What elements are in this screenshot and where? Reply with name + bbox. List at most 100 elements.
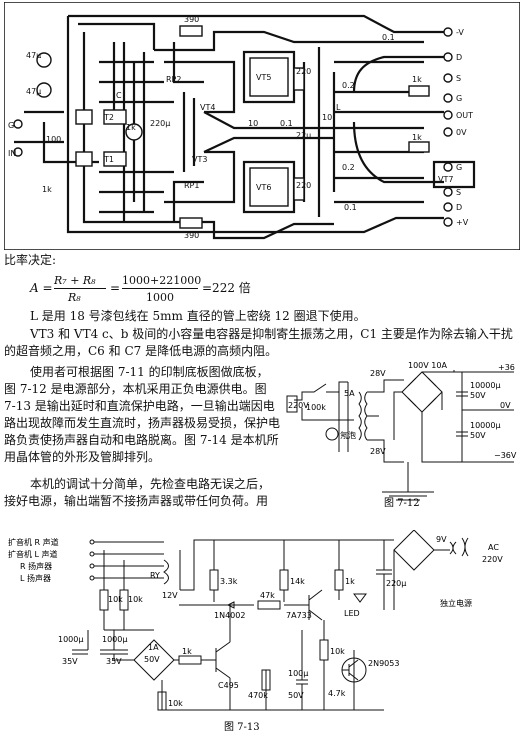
f713-35vb: 35V [106, 657, 122, 666]
pcb-r1kb: 1k [412, 133, 422, 142]
f713-r10kc: 10k [330, 647, 345, 656]
ratio-heading: 比率决定: [4, 253, 57, 267]
f713-tr: 独立电源 [440, 598, 472, 608]
f713-1a: 1A [148, 643, 159, 652]
f713-12v: 12V [162, 591, 178, 600]
paragraph-debug: 本机的调试十分简单，先检查电路无误之后，接好电源，输出端暂不接扬声器或带任何负荷… [4, 477, 271, 508]
paragraph-usage: 使用者可根据图 7-11 的印制底板图做底板，图 7-12 是电源部分，本机采用… [4, 365, 281, 464]
pcb-vt4: VT4 [200, 103, 215, 112]
f712-p36: +36 [498, 363, 515, 372]
f712-c2: 10000μ [470, 421, 501, 430]
formula-denominator: R₈ [68, 291, 81, 304]
figure-7-13-protection-circuit: 扩音机 R 声道 扩音机 L 声道 R 扬声器 L 扬声器 RY 12V 3.3… [8, 530, 503, 733]
f713-q733: 7A733 [286, 611, 312, 620]
figure-7-12-power-supply: 220V 100k 氖泡 5A 28V 28V 100V 10A 10000μ … [286, 362, 517, 509]
f713-ry: RY [150, 571, 160, 580]
f713-r10kb: 10k [128, 595, 143, 604]
f712-c1: 10000μ [470, 381, 501, 390]
f713-in-r: 扩音机 R 声道 [8, 537, 59, 547]
pcb-term-g1: G [456, 94, 462, 103]
f713-r14k: 14k [290, 577, 305, 586]
pcb-r390b: 390 [184, 231, 199, 240]
f713-ac: AC [488, 543, 499, 552]
formula-numerator: R₇ + R₈ [54, 274, 96, 287]
f713-d4002: 1N4002 [214, 611, 245, 620]
formula-eq: = [110, 281, 121, 295]
f713-c1000a: 1000μ [58, 635, 83, 644]
f712-28vb: 28V [370, 447, 386, 456]
f713-9v: 9V [436, 535, 447, 544]
pcb-vt7: VT7 [438, 175, 453, 184]
pcb-term-out: OUT [456, 111, 473, 120]
pcb-r220a: 220 [296, 67, 311, 76]
f713-q495: C495 [218, 681, 239, 690]
pcb-r100: 100 [46, 135, 61, 144]
paragraph-vt: VT3 和 VT4 c、b 极间的小容量电容器是抑制寄生振荡之用，C1 主要是作… [4, 327, 513, 358]
formula-denominator2: 1000 [146, 291, 174, 304]
pcb-t1: T1 [103, 155, 114, 164]
f713-spk-r: R 扬声器 [20, 561, 52, 571]
pcb-term-g2: G [456, 163, 462, 172]
pcb-c01m: 0.1 [280, 119, 293, 128]
f713-c220: 220μ [386, 579, 406, 588]
f713-led: LED [344, 609, 360, 618]
pcb-term-d1: D [456, 53, 462, 62]
pcb-c47a: 47μ [26, 51, 41, 60]
pcb-rp2: RP2 [166, 75, 181, 84]
f712-c2v: 50V [470, 431, 486, 440]
pcb-term-0v: 0V [456, 128, 467, 137]
pcb-l: L [336, 103, 341, 112]
f713-50v: 50V [144, 655, 160, 664]
f713-r1kb: 1k [182, 647, 192, 656]
pcb-term-s1: S [456, 74, 461, 83]
f713-r10ka: 10k [108, 595, 123, 604]
pcb-r390a: 390 [184, 15, 199, 24]
f713-c100v: 50V [288, 691, 304, 700]
pcb-rp1: RP1 [184, 181, 199, 190]
formula-result: =222 倍 [202, 281, 251, 295]
pcb-t2: T2 [103, 113, 114, 122]
f713-spk-l: L 扬声器 [20, 573, 51, 583]
f713-r470k: 470k [248, 691, 268, 700]
pcb-c220u: 220μ [150, 119, 170, 128]
f713-r1k: 1k [345, 577, 355, 586]
pcb-vt6: VT6 [256, 183, 271, 192]
f713-35va: 35V [62, 657, 78, 666]
f712-neon: 氖泡 [340, 430, 356, 440]
pcb-r02b: 0.2 [342, 163, 355, 172]
pcb-r1kc: 1k [126, 123, 136, 132]
pcb-vt5: VT5 [256, 73, 271, 82]
pcb-r02a: 0.2 [342, 81, 355, 90]
f712-220v: 220V [288, 401, 309, 410]
pcb-term-d2: D [456, 203, 462, 212]
f712-r100k: 100k [306, 403, 326, 412]
f713-c1000b: 1000μ [102, 635, 127, 644]
pcb-c01b: 0.1 [344, 203, 357, 212]
pcb-term-g-left: G [8, 121, 14, 130]
f712-fuse: 5A [344, 389, 355, 398]
formula-numerator2: 1000+221000 [122, 274, 202, 287]
figure-7-12-caption: 图 7-12 [384, 497, 420, 509]
pcb-vt3: VT3 [192, 155, 207, 164]
f712-n36: −36V [494, 451, 517, 460]
pcb-c22u: 22u [296, 131, 311, 140]
f712-28va: 28V [370, 369, 386, 378]
formula-bar [54, 288, 106, 289]
f713-r47k: 47k [260, 591, 275, 600]
f712-diode: 100V 10A [408, 362, 447, 370]
f712-c1v: 50V [470, 391, 486, 400]
f713-r33k: 3.3k [220, 577, 238, 586]
f713-r47: 4.7k [328, 689, 346, 698]
f713-ac220: 220V [482, 555, 503, 564]
formula-lhs: A = [30, 281, 53, 295]
f713-in-l: 扩音机 L 声道 [8, 549, 58, 559]
f713-c100: 100μ [288, 669, 308, 678]
pcb-r1kd: 1k [42, 185, 52, 194]
pcb-term-posv: +V [456, 218, 469, 227]
pcb-r220b: 220 [296, 181, 311, 190]
formula-bar2 [122, 288, 198, 289]
pcb-r10a: 10 [248, 119, 258, 128]
ratio-formula: A = R₇ + R₈ R₈ = 1000+221000 1000 =222 倍 [30, 272, 290, 306]
pcb-c: C [116, 91, 122, 100]
pcb-term-negv: -V [456, 28, 464, 37]
